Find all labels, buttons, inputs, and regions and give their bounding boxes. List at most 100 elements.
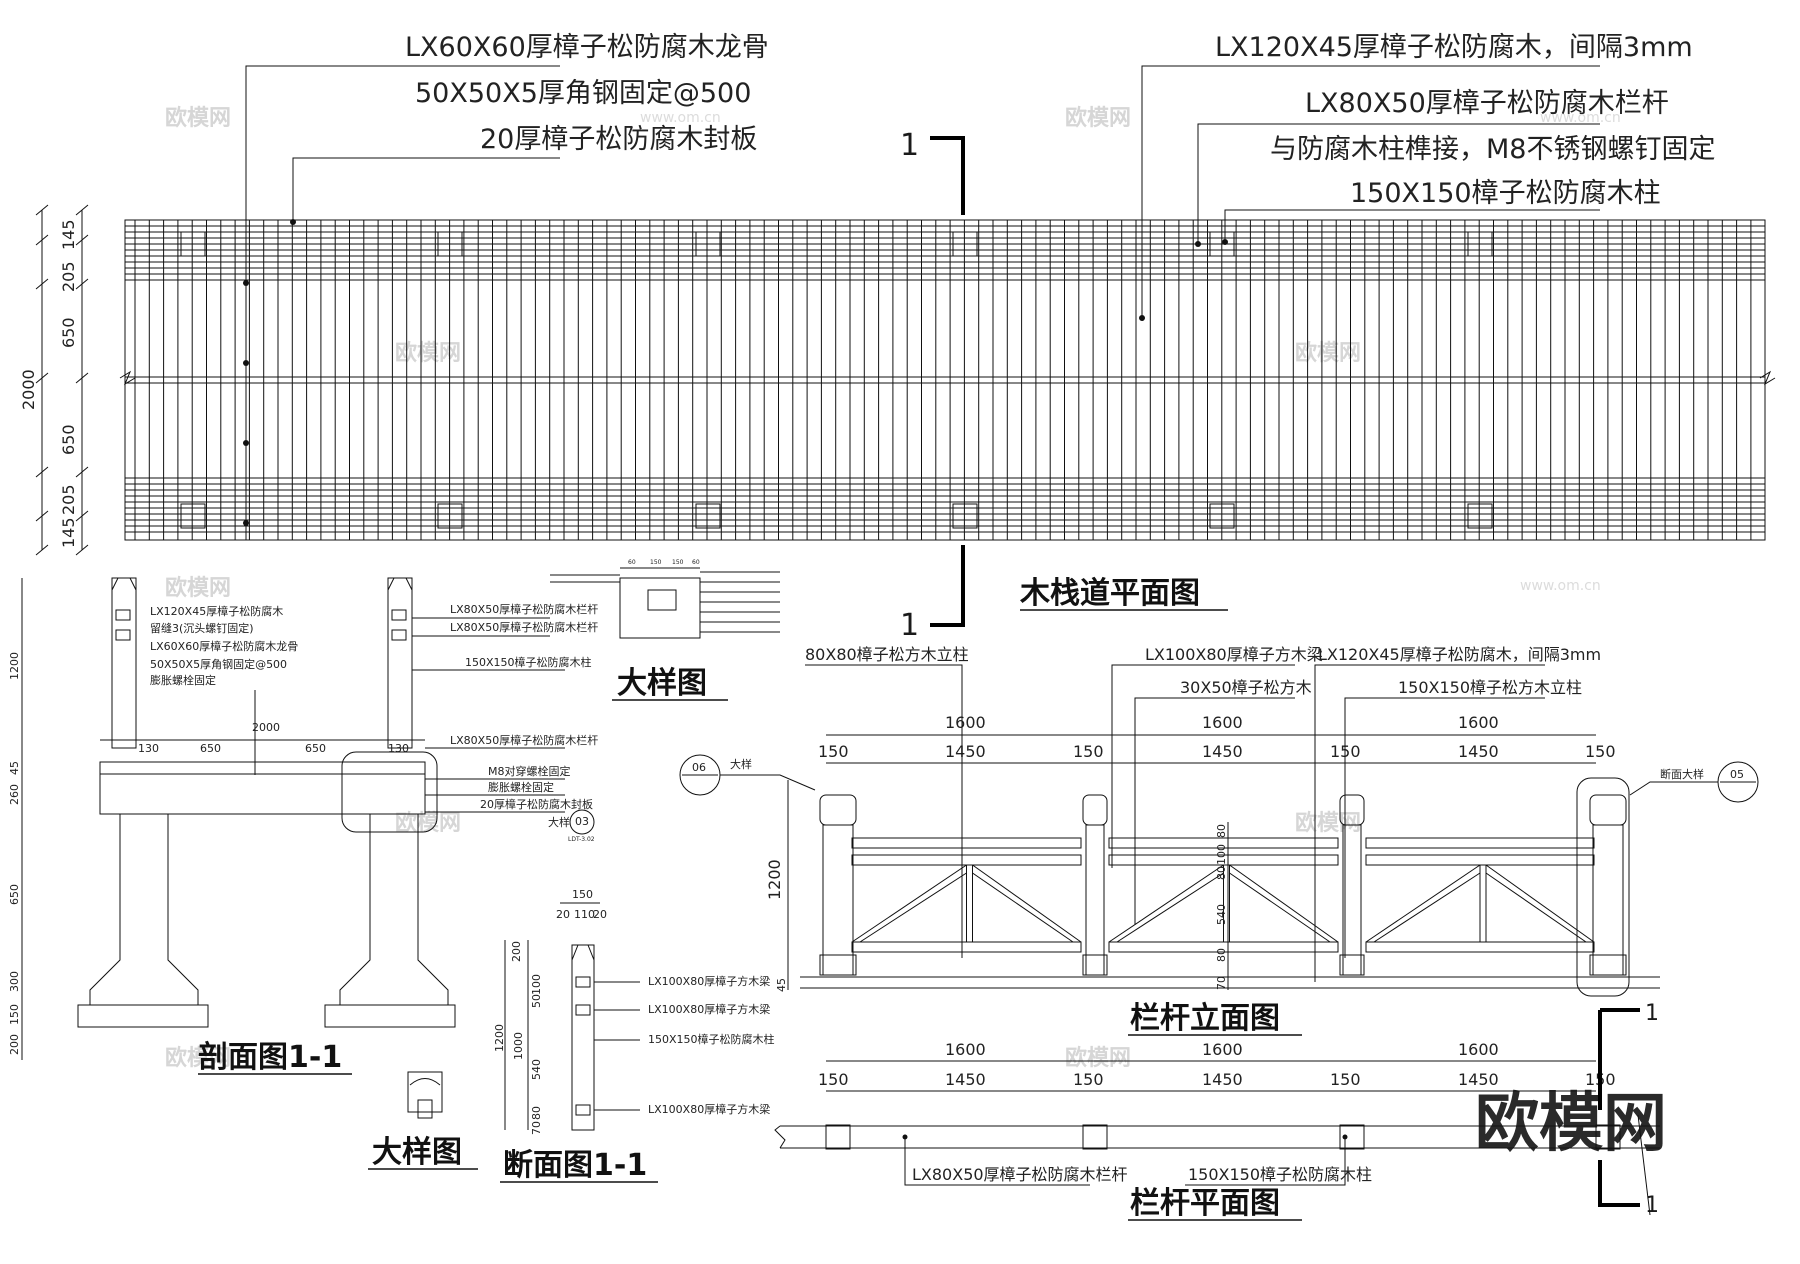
label-tenon: 与防腐木柱榫接，M8不锈钢螺钉固定 [1270, 134, 1715, 165]
svg-text:80: 80 [1215, 948, 1228, 962]
elev-post-base [819, 954, 857, 976]
sec-dim-150: 150 [8, 1004, 21, 1025]
section-mark-top-label: 1 [900, 128, 919, 163]
watermark-url-3: www.om.cn [1520, 578, 1601, 594]
svg-text:80: 80 [1215, 824, 1228, 838]
svg-text:150: 150 [672, 559, 684, 566]
cut-dim-20r: 20 [593, 908, 607, 921]
break-line-right [1759, 370, 1776, 386]
elev-dim-1450-b: 1450 [1202, 742, 1243, 761]
elev-brace-left-2 [1116, 872, 1224, 943]
sec-label-r0: LX80X50厚樟子松防腐木栏杆 [450, 602, 598, 616]
plan-post-top [180, 231, 206, 257]
section-deck [99, 761, 426, 775]
detail-body [619, 577, 701, 639]
dim-650-bottom: 650 [59, 424, 78, 455]
railing-elevation: 1600 1600 1600 150 1450 150 1450 150 145… [679, 645, 1759, 1036]
cut-dim-20l: 20 [556, 908, 570, 921]
elev-dim-1450-c: 1450 [1458, 742, 1499, 761]
section-mark-top [930, 136, 965, 215]
cut-dim-100: 100 [530, 974, 543, 995]
plan-post-bottom [1209, 503, 1235, 529]
rplan-dim-1450-a: 1450 [945, 1070, 986, 1089]
cut-dim-70: 70 [530, 1121, 543, 1135]
rplan-dim-1600-c: 1600 [1458, 1040, 1499, 1059]
section-mark-bottom [930, 545, 965, 627]
label-decking: LX120X45厚樟子松防腐木，间隔3mm [1215, 32, 1693, 63]
section-footing-right [324, 1004, 456, 1028]
elev-braces [851, 864, 1595, 943]
brand-watermark: 欧模网 [1475, 1087, 1667, 1161]
cut-dim-80: 80 [530, 1106, 543, 1120]
elev-mid-rail [851, 854, 1082, 866]
leader-railing [1197, 123, 1600, 244]
section-title: 剖面图1-1 [198, 1040, 342, 1075]
rail-plan-post [1595, 1124, 1621, 1150]
elev-label-3: LX120X45厚樟子松防腐木，间隔3mm [1318, 645, 1601, 664]
watermarks: 欧模网 www.om.cn 欧模网 www.om.cn 欧模网 欧模网 欧模网 … [165, 105, 1667, 1161]
detail-leaders [550, 571, 780, 633]
elev-post-base [1339, 954, 1365, 976]
label-cover-board: 20厚樟子松防腐木封板 [480, 124, 757, 155]
detail-top: 60 150 150 60 大样图 [550, 559, 780, 701]
svg-text:70: 70 [1215, 976, 1228, 990]
cut-dim-540: 540 [530, 1059, 543, 1080]
rail-plan-post [1339, 1124, 1365, 1150]
leader-keel [245, 65, 560, 283]
boardwalk-plan: LX60X60厚樟子松防腐木龙骨 50X50X5厚角钢固定@500 20厚樟子松… [19, 32, 1776, 643]
rail-plan-post [825, 1124, 851, 1150]
elev-top-rail [851, 837, 1082, 849]
elev-top-rail [1365, 837, 1595, 849]
elev-post-shaft [1592, 824, 1624, 976]
sec-dim-130-l: 130 [138, 742, 159, 755]
rplan-dim-150-a: 150 [818, 1070, 849, 1089]
cut-dim-200: 200 [510, 941, 523, 962]
elev-brace-left-2 [1373, 872, 1481, 943]
section-beam [99, 773, 426, 815]
detail-small-title: 大样图 [372, 1135, 462, 1170]
elev-brace-right [1229, 864, 1339, 943]
dim-205-bottom: 205 [59, 484, 78, 515]
sec-label-r6: 20厚樟子松防腐木封板 [480, 797, 593, 811]
svg-text:150: 150 [650, 559, 662, 566]
watermark-url-2: www.om.cn [1540, 110, 1621, 126]
elev-label-0: 80X80樟子松方木立柱 [805, 645, 969, 664]
plan-post-top [1209, 231, 1235, 257]
cut-label-1: LX100X80厚樟子方木梁 [648, 1002, 770, 1016]
elev-brace-left-2 [859, 872, 967, 943]
watermark-url-1: www.om.cn [640, 110, 721, 126]
plan-dimensions: 145 205 650 650 205 145 2000 [19, 204, 89, 556]
rplan-dim-1450-b: 1450 [1202, 1070, 1243, 1089]
elev-label-2: 30X50樟子松方木 [1180, 678, 1312, 697]
plan-title: 木栈道平面图 [1019, 576, 1200, 611]
cut-label-2: 150X150樟子松防腐木柱 [648, 1032, 775, 1046]
leader-decking [1141, 65, 1600, 318]
elev-post-shaft [1085, 824, 1105, 976]
section-mark-bottom-label: 1 [900, 608, 919, 643]
svg-text:80: 80 [1215, 866, 1228, 880]
plan-dim-tick [75, 204, 89, 216]
rplan-label-1: 150X150樟子松防腐木柱 [1188, 1165, 1372, 1184]
watermark-1: 欧模网 [165, 105, 231, 131]
plan-deck-boards [134, 220, 1752, 540]
rplan-dim-150-c: 150 [1330, 1070, 1361, 1089]
elev-brace-left [851, 864, 967, 943]
sec-label-r2: 150X150樟子松防腐木柱 [465, 655, 592, 669]
elev-label-4: 150X150樟子松方木立柱 [1398, 678, 1582, 697]
rplan-section-mark-bottom: 1 [1645, 1193, 1659, 1218]
plan-dim-tick [75, 372, 89, 384]
watermark-7: 欧模网 [1295, 810, 1361, 836]
rplan-title: 栏杆平面图 [1130, 1186, 1280, 1221]
section-post-right [387, 577, 413, 749]
elev-post-cap [819, 794, 857, 826]
railing-plan: 1600 1600 1600 150 1450 150 1450 150 145… [774, 1001, 1660, 1221]
elev-brace-right-2 [1485, 872, 1587, 943]
section-detail-outline [341, 751, 438, 833]
plan-post-bottom [952, 503, 978, 529]
sec-dim-260: 260 [8, 784, 21, 805]
plan-longitudinal-lines [125, 219, 1765, 541]
sec-dim-650-l: 650 [200, 742, 221, 755]
rail-plan-post [1082, 1124, 1108, 1150]
dim-145-bottom: 145 [59, 517, 78, 548]
